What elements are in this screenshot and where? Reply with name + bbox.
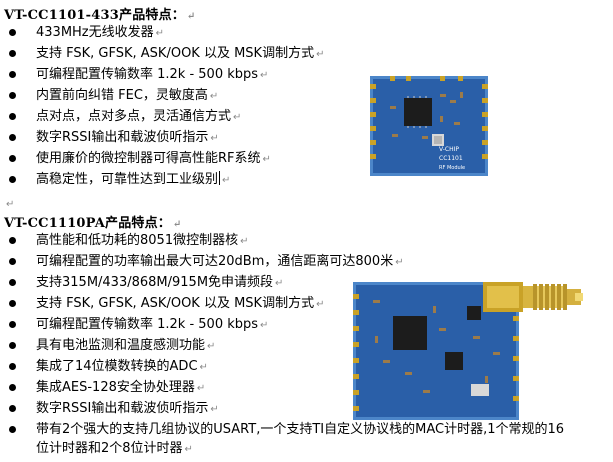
bullet-icon <box>9 363 16 370</box>
bullet-icon <box>9 92 16 99</box>
section1-title: VT-CC1101-433产品特点：↵ <box>4 8 196 23</box>
bullet-icon <box>9 342 16 349</box>
module-label-line3: RF Module <box>439 165 465 171</box>
cc1110pa-module-image <box>353 282 583 420</box>
bullet-icon <box>9 258 16 265</box>
bullet-icon <box>9 237 16 244</box>
module-label-line1: V-CHIP <box>439 146 459 153</box>
bullet-icon <box>9 426 16 433</box>
bullet-icon <box>9 155 16 162</box>
bullet-icon <box>9 176 16 183</box>
bullet-icon <box>9 279 16 286</box>
bullet-icon <box>9 134 16 141</box>
bullet-icon <box>9 384 16 391</box>
section2-title: VT-CC1110PA产品特点：↵ <box>4 216 182 231</box>
bullet-icon <box>9 321 16 328</box>
bullet-icon <box>9 300 16 307</box>
module-label-line2: CC1101 <box>439 155 463 162</box>
bullet-icon <box>9 50 16 57</box>
text-cursor <box>219 171 221 185</box>
empty-paragraph: ↵ <box>6 199 15 210</box>
bullet-icon <box>9 405 16 412</box>
bullet-icon <box>9 29 16 36</box>
cc1101-module-image: V-CHIP CC1101 RF Module <box>370 76 488 176</box>
bullet-icon <box>9 71 16 78</box>
bullet-icon <box>9 113 16 120</box>
